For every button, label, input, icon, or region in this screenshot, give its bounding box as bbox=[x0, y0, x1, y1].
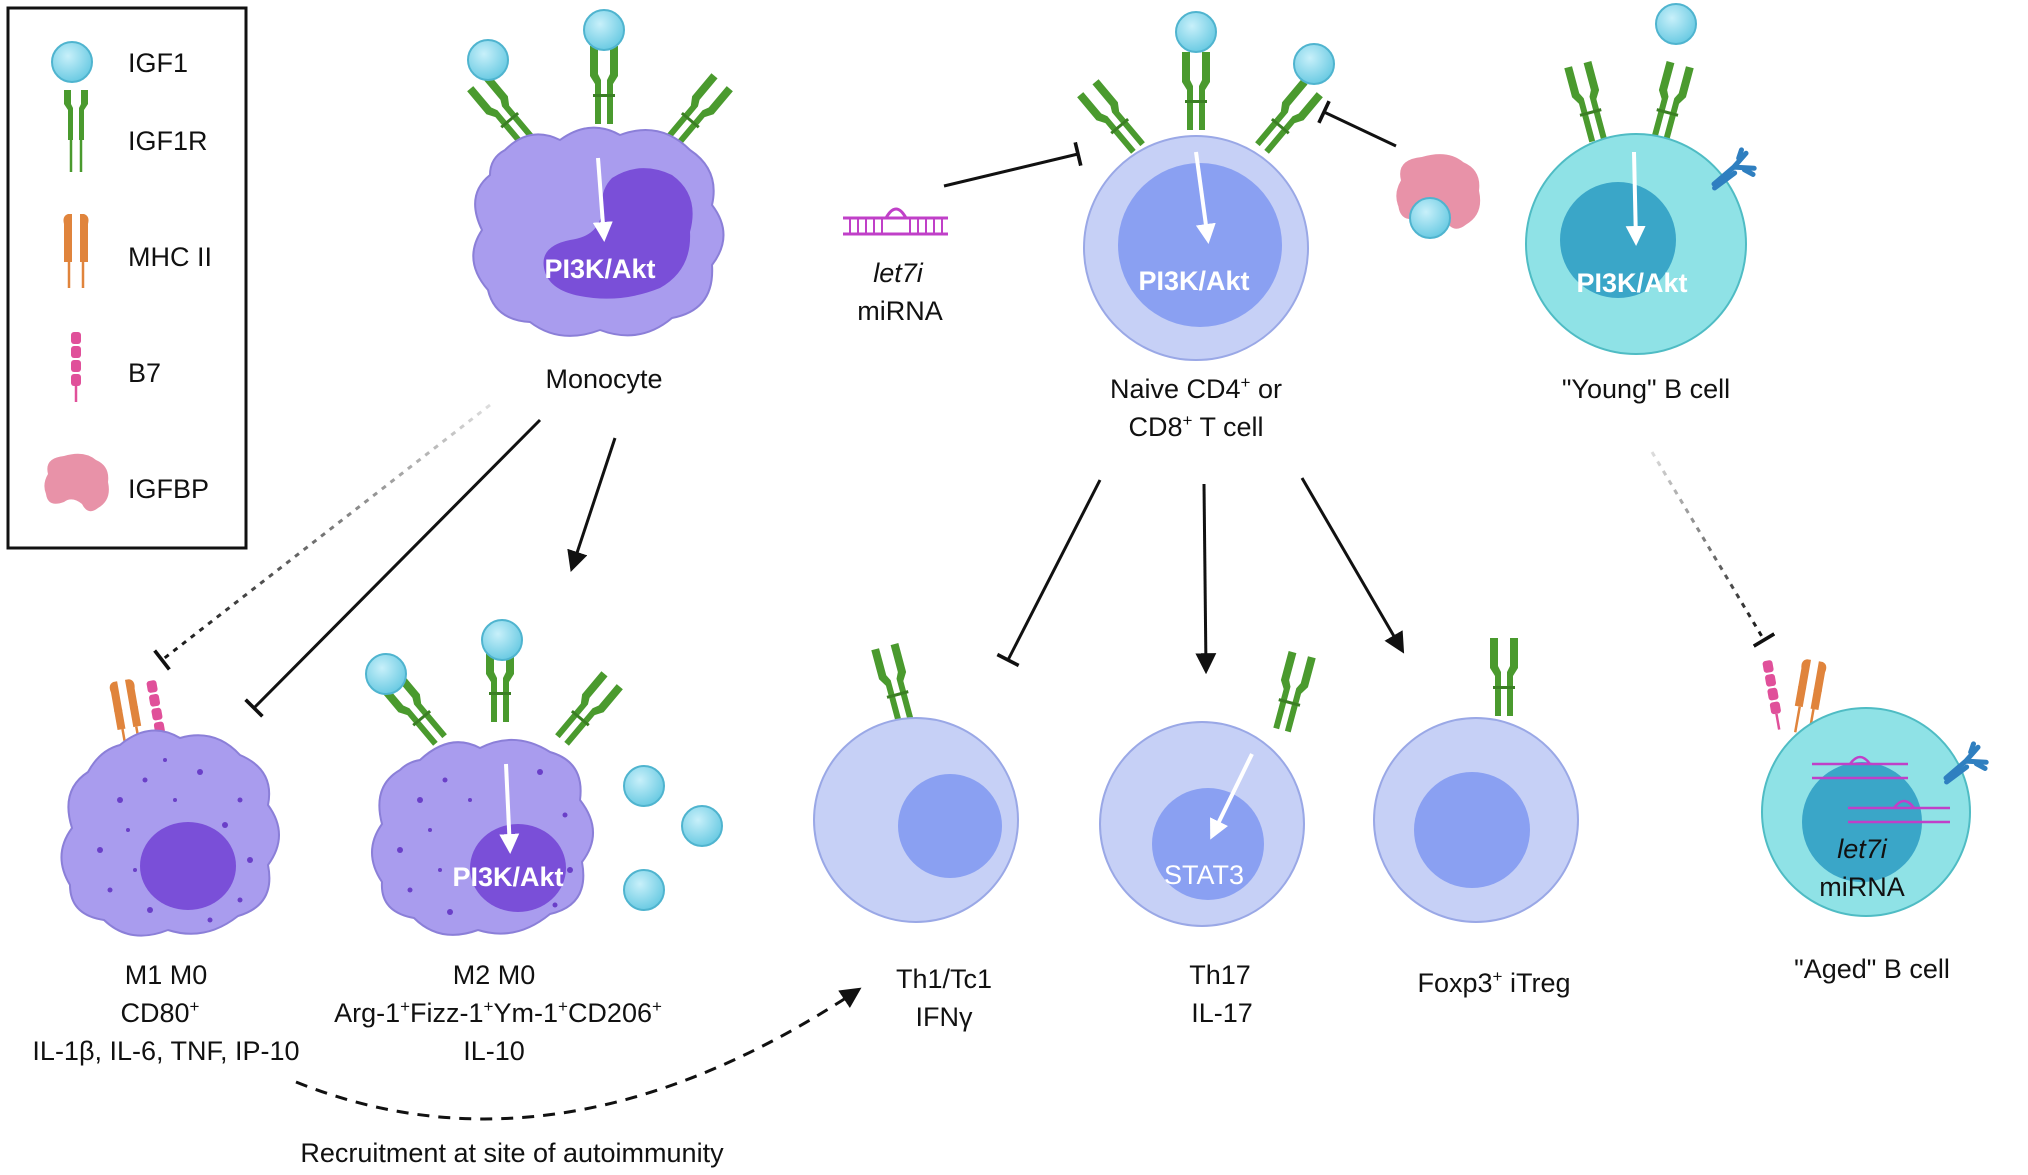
igf1-ligand bbox=[623, 869, 665, 911]
naive-to-th1-inhibit bbox=[996, 479, 1102, 668]
monocyte-nucleus bbox=[543, 168, 693, 299]
b7-receptor bbox=[1760, 658, 1786, 732]
th17-nucleus bbox=[1152, 788, 1264, 900]
stat3-label: STAT3 bbox=[1164, 860, 1244, 890]
legend-label-b7: B7 bbox=[128, 358, 161, 388]
m2-cytokines: IL-10 bbox=[463, 1036, 525, 1066]
mirna-icon bbox=[843, 207, 948, 236]
igfbp-icon bbox=[44, 453, 109, 512]
legend: IGF1 IGF1R MHC II B7 IGFBP bbox=[6, 6, 248, 550]
naive-to-treg-arrow bbox=[1300, 477, 1405, 654]
th17-cell: STAT3 bbox=[1099, 651, 1316, 927]
igfbp-inhibit-line bbox=[1317, 100, 1397, 148]
mirna-inhibit-line bbox=[943, 141, 1083, 188]
signal-arrow bbox=[499, 763, 520, 854]
aged-b-label: "Aged" B cell bbox=[1794, 954, 1950, 984]
th1-cell bbox=[813, 643, 1019, 923]
aged-b-cell: let7i miRNA bbox=[1760, 657, 1988, 917]
th17-label: Th17 bbox=[1189, 960, 1251, 990]
igf1r-icon bbox=[62, 88, 90, 174]
igf1r-receptor bbox=[1268, 651, 1316, 734]
th1-nucleus bbox=[898, 774, 1002, 878]
legend-label-igfbp: IGFBP bbox=[128, 474, 209, 504]
b7-icon bbox=[69, 330, 83, 404]
signal-arrow bbox=[592, 157, 613, 242]
mirna-label: miRNA bbox=[857, 296, 943, 326]
monocyte-cell: PI3K/Akt bbox=[467, 9, 733, 337]
monocyte-to-m1-faded-inhibit bbox=[153, 403, 491, 671]
mirna-icon bbox=[1812, 755, 1950, 824]
treg-label: Foxp3+ iTreg bbox=[1418, 967, 1571, 998]
monocyte-to-m2-arrow bbox=[567, 437, 617, 572]
treg-nucleus bbox=[1414, 772, 1530, 888]
monocyte-to-m1-inhibit bbox=[244, 418, 542, 718]
legend-label-mhc-ii: MHC II bbox=[128, 242, 212, 272]
signal-arrow bbox=[1194, 151, 1216, 244]
igf1-ligand bbox=[1409, 197, 1451, 239]
recruitment-label: Recruitment at site of autoimmunity bbox=[300, 1138, 724, 1168]
granules bbox=[397, 769, 573, 915]
m2-markers: Arg-1+Fizz-1+Ym-1+CD206+ bbox=[334, 997, 662, 1028]
igf1-ligand bbox=[467, 39, 509, 81]
naive-t-cell: PI3K/Akt bbox=[1077, 11, 1335, 361]
igf1r-receptor bbox=[1182, 52, 1210, 130]
young-b-nucleus bbox=[1560, 182, 1676, 298]
naive-t-nucleus bbox=[1118, 163, 1282, 327]
naive-to-th17-arrow bbox=[1195, 483, 1217, 675]
th17-cytokine: IL-17 bbox=[1191, 998, 1253, 1028]
m1-label: M1 M0 bbox=[125, 960, 208, 990]
treg-cell bbox=[1373, 638, 1579, 923]
aged-mirna-name: let7i bbox=[1837, 834, 1888, 864]
aged-mirna-label: miRNA bbox=[1819, 872, 1905, 902]
naive-t-label-2: CD8+ T cell bbox=[1129, 411, 1264, 442]
m2-label: M2 M0 bbox=[453, 960, 536, 990]
young-to-aged-faded-inhibit bbox=[1650, 451, 1776, 648]
igf1r-receptor bbox=[1646, 61, 1694, 144]
igf1r-receptor bbox=[590, 46, 618, 124]
young-b-label: "Young" B cell bbox=[1562, 374, 1730, 404]
signal-arrow bbox=[1625, 151, 1646, 246]
mhc-ii-icon bbox=[62, 212, 90, 290]
igf1-ligand bbox=[1655, 3, 1697, 45]
th1-cytokine: IFNγ bbox=[916, 1002, 973, 1032]
legend-box bbox=[6, 6, 248, 550]
m2-macrophage-cell: PI3K/Akt bbox=[365, 619, 723, 936]
granules bbox=[97, 758, 253, 923]
igf1r-receptor bbox=[551, 671, 623, 749]
m1-cytokines: IL-1β, IL-6, TNF, IP-10 bbox=[32, 1036, 299, 1066]
legend-label-igf1r: IGF1R bbox=[128, 126, 208, 156]
igf1-ligand bbox=[365, 653, 407, 695]
monocyte-label: Monocyte bbox=[545, 364, 662, 394]
pi3k-akt-label: PI3K/Akt bbox=[1138, 266, 1249, 296]
th1-label: Th1/Tc1 bbox=[896, 964, 992, 994]
pi3k-akt-label: PI3K/Akt bbox=[1576, 268, 1687, 298]
igf1r-receptor bbox=[1564, 61, 1612, 144]
igf1-icon bbox=[51, 41, 93, 83]
young-b-cell: PI3K/Akt bbox=[1525, 3, 1756, 355]
igf1-ligand bbox=[623, 765, 665, 807]
m2-membrane bbox=[371, 738, 594, 936]
igf1r-receptor bbox=[1077, 79, 1149, 157]
signal-arrow bbox=[1210, 753, 1254, 840]
recruitment-arrow bbox=[295, 987, 862, 1121]
m1-macrophage-cell bbox=[60, 677, 280, 937]
m1-nucleus bbox=[140, 822, 236, 910]
naive-t-label: Naive CD4+ or bbox=[1110, 373, 1282, 404]
igf1r-receptor bbox=[871, 643, 919, 726]
mirna-name: let7i bbox=[873, 258, 924, 288]
pi3k-akt-label: PI3K/Akt bbox=[452, 862, 563, 892]
igf1r-receptor bbox=[1251, 79, 1323, 157]
igf1-ligand bbox=[1293, 43, 1335, 85]
m2-nucleus bbox=[470, 824, 566, 912]
igf1r-receptor bbox=[1490, 638, 1518, 716]
igf1-ligand bbox=[481, 619, 523, 661]
igf1-ligand bbox=[1175, 11, 1217, 53]
legend-label-igf1: IGF1 bbox=[128, 48, 188, 78]
m1-marker: CD80+ bbox=[121, 997, 200, 1028]
igf1-ligand bbox=[583, 9, 625, 51]
igf1-ligand bbox=[681, 805, 723, 847]
pi3k-akt-label: PI3K/Akt bbox=[544, 254, 655, 284]
